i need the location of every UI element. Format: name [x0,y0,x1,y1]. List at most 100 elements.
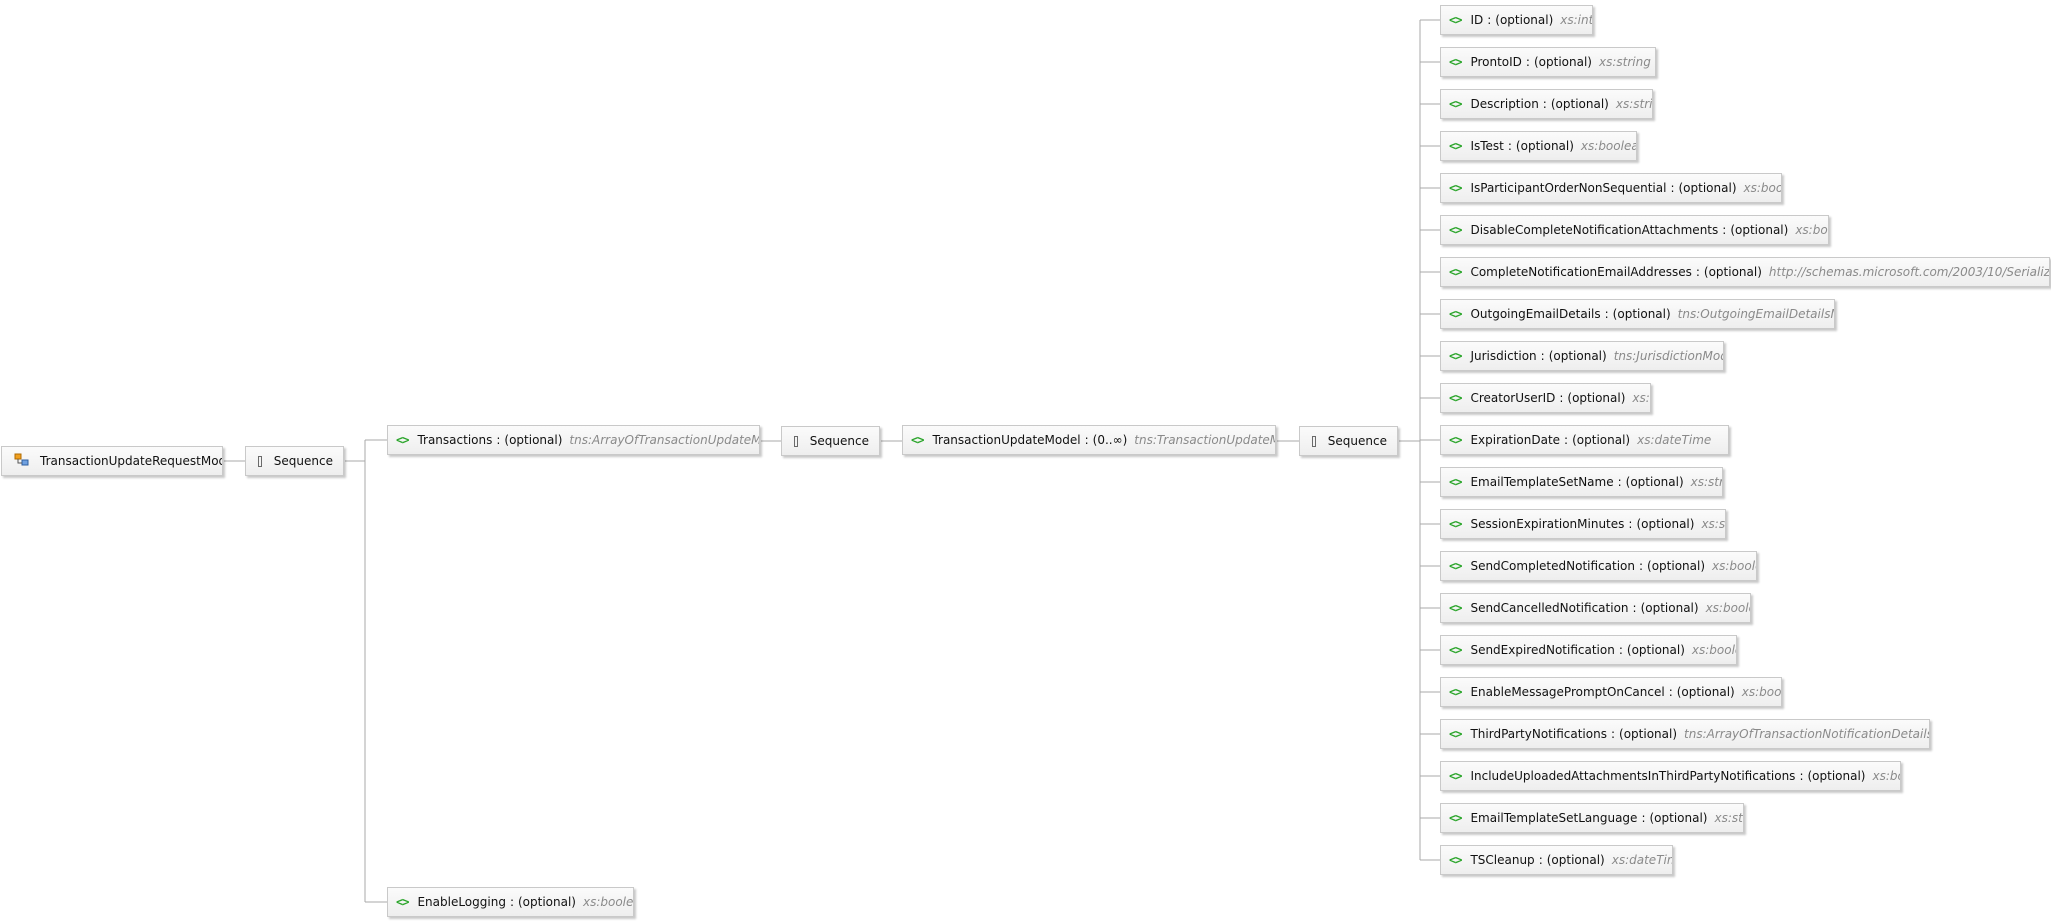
field-occurrence: (optional) [1548,349,1607,363]
transactions-sequence-node[interactable]: Sequence [781,426,880,456]
field-type: tns:JurisdictionModel [1613,349,1723,363]
field-separator: : [1670,181,1675,195]
field-name: EmailTemplateSetLanguage [1470,811,1638,825]
field-type: xs:dateTime [1611,853,1672,867]
field-type: xs:string [1690,475,1723,489]
field-occurrence: (optional) [1546,853,1605,867]
field-type: http://schemas.microsoft.com/2003/10/Ser… [1768,265,2050,279]
field-node[interactable]: <>EnableMessagePromptOnCancel:(optional)… [1440,677,1782,707]
field-node[interactable]: <>EmailTemplateSetLanguage:(optional)xs:… [1440,803,1744,833]
field-node[interactable]: <>DisableCompleteNotificationAttachments… [1440,215,1829,245]
element-icon: <> [1449,181,1462,195]
field-node[interactable]: <>OutgoingEmailDetails:(optional)tns:Out… [1440,299,1835,329]
field-separator: : [1632,601,1637,615]
sequence-icon [794,435,798,447]
field-node[interactable]: <>ID:(optional)xs:int [1440,5,1593,35]
field-type: tns:ArrayOfTransactionNotificationDetail… [1684,727,1929,741]
element-separator: : [509,895,514,909]
element-icon: <> [1449,223,1462,237]
field-node[interactable]: <>TSCleanup:(optional)xs:dateTime [1440,845,1673,875]
field-separator: : [1618,643,1623,657]
field-name: SessionExpirationMinutes [1470,517,1625,531]
field-separator: : [1604,307,1609,321]
field-node[interactable]: <>ThirdPartyNotifications:(optional)tns:… [1440,719,1930,749]
field-node[interactable]: <> IsParticipantOrderNonSequential:(optio… [1440,173,1782,203]
field-name: CompleteNotificationEmailAddresses [1470,265,1692,279]
enable-logging-element-node[interactable]: <> EnableLogging : (optional) xs:boolean [387,887,634,917]
field-node[interactable]: <> SessionExpirationMinutes:(optional) xs:… [1440,509,1726,539]
element-icon: <> [1449,853,1462,867]
field-node[interactable]: <>IsTest:(optional)xs:boolean [1440,131,1637,161]
transaction-update-model-node[interactable]: <> TransactionUpdateModel : (0..∞) tns:T… [902,425,1276,455]
element-type: tns:ArrayOfTransactionUpdateModel [569,433,759,447]
field-node[interactable]: <>SendCancelledNotification:(optional)xs… [1440,593,1751,623]
field-node[interactable]: <>Description:(optional)xs:string [1440,89,1653,119]
field-node[interactable]: <>CreatorUserID:(optional)xs:int [1440,383,1651,413]
field-separator: : [1638,559,1644,573]
field-node[interactable]: <>Jurisdiction:(optional)tns:Jurisdictio… [1440,341,1724,371]
field-occurrence: (optional) [1647,559,1706,573]
field-occurrence: (optional) [1649,811,1708,825]
field-separator: : [1641,811,1646,825]
field-occurrence: (optional) [1495,13,1554,27]
field-type: xs:boolean [1795,223,1828,237]
field-node[interactable]: <>SendCompletedNotification:(optional)xs… [1440,551,1757,581]
field-separator: : [1540,349,1545,363]
field-type: xs:string [1598,55,1651,69]
field-node[interactable]: <>ProntoID:(optional)xs:string [1440,47,1656,77]
element-separator: : [1084,433,1089,447]
field-separator: : [1628,517,1633,531]
field-name: TSCleanup [1470,853,1535,867]
field-occurrence: (optional) [1567,391,1626,405]
field-node[interactable]: <>IncludeUploadedAttachmentsInThirdParty… [1440,761,1901,791]
model-sequence-node[interactable]: Sequence [1299,426,1398,456]
element-icon: <> [1449,55,1462,69]
field-occurrence: (optional) [1572,433,1631,447]
element-name: TransactionUpdateModel [932,433,1081,447]
root-type-name: TransactionUpdateRequestModel [40,454,223,468]
field-occurrence: (optional) [1550,97,1609,111]
field-type: xs:boolean [1872,769,1900,783]
element-icon: <> [1449,601,1462,615]
element-icon: <> [396,433,409,447]
field-name: Description [1470,97,1539,111]
element-icon: <> [1449,769,1462,783]
element-occurrence: (optional) [504,433,563,447]
field-type: xs:int [1560,13,1593,27]
field-node[interactable]: <>ExpirationDate:(optional)xs:dateTime [1440,425,1729,455]
field-type: xs:boolean [1580,139,1636,153]
field-node[interactable]: <>CompleteNotificationEmailAddresses:(op… [1440,257,2050,287]
field-separator: : [1487,13,1492,27]
field-node[interactable]: <>EmailTemplateSetName:(optional)xs:stri… [1440,467,1723,497]
transactions-element-node[interactable]: <> Transactions : (optional) tns:ArrayOf… [387,425,760,455]
element-icon: <> [1449,307,1462,321]
field-type: xs:short [1701,517,1726,531]
sequence-icon [258,455,262,467]
field-occurrence: (optional) [1678,181,1737,195]
field-separator: : [1799,769,1804,783]
field-occurrence: (optional) [1533,55,1592,69]
field-separator: : [1542,97,1547,111]
element-occurrence: (0..∞) [1092,433,1128,447]
field-separator: : [1722,223,1727,237]
element-name: Transactions [417,433,493,447]
sequence-label: Sequence [809,434,869,448]
field-occurrence: (optional) [1703,265,1762,279]
field-occurrence: (optional) [1640,601,1699,615]
field-separator: : [1610,727,1616,741]
element-type: xs:boolean [582,895,634,909]
root-type-node[interactable]: TransactionUpdateRequestModel [1,446,223,476]
field-type: xs:boolean [1741,685,1782,699]
root-sequence-node[interactable]: Sequence [245,446,344,476]
field-type: xs:boolean [1743,181,1782,195]
element-icon: <> [1449,349,1462,363]
field-node[interactable]: <>SendExpiredNotification:(optional)xs:b… [1440,635,1737,665]
field-separator: : [1507,139,1512,153]
element-icon: <> [1449,517,1462,531]
field-occurrence: (optional) [1515,139,1574,153]
field-occurrence: (optional) [1612,307,1671,321]
element-icon: <> [1449,391,1462,405]
field-occurrence: (optional) [1636,517,1695,531]
field-name: IsParticipantOrderNonSequential [1470,181,1667,195]
element-icon: <> [396,895,409,909]
